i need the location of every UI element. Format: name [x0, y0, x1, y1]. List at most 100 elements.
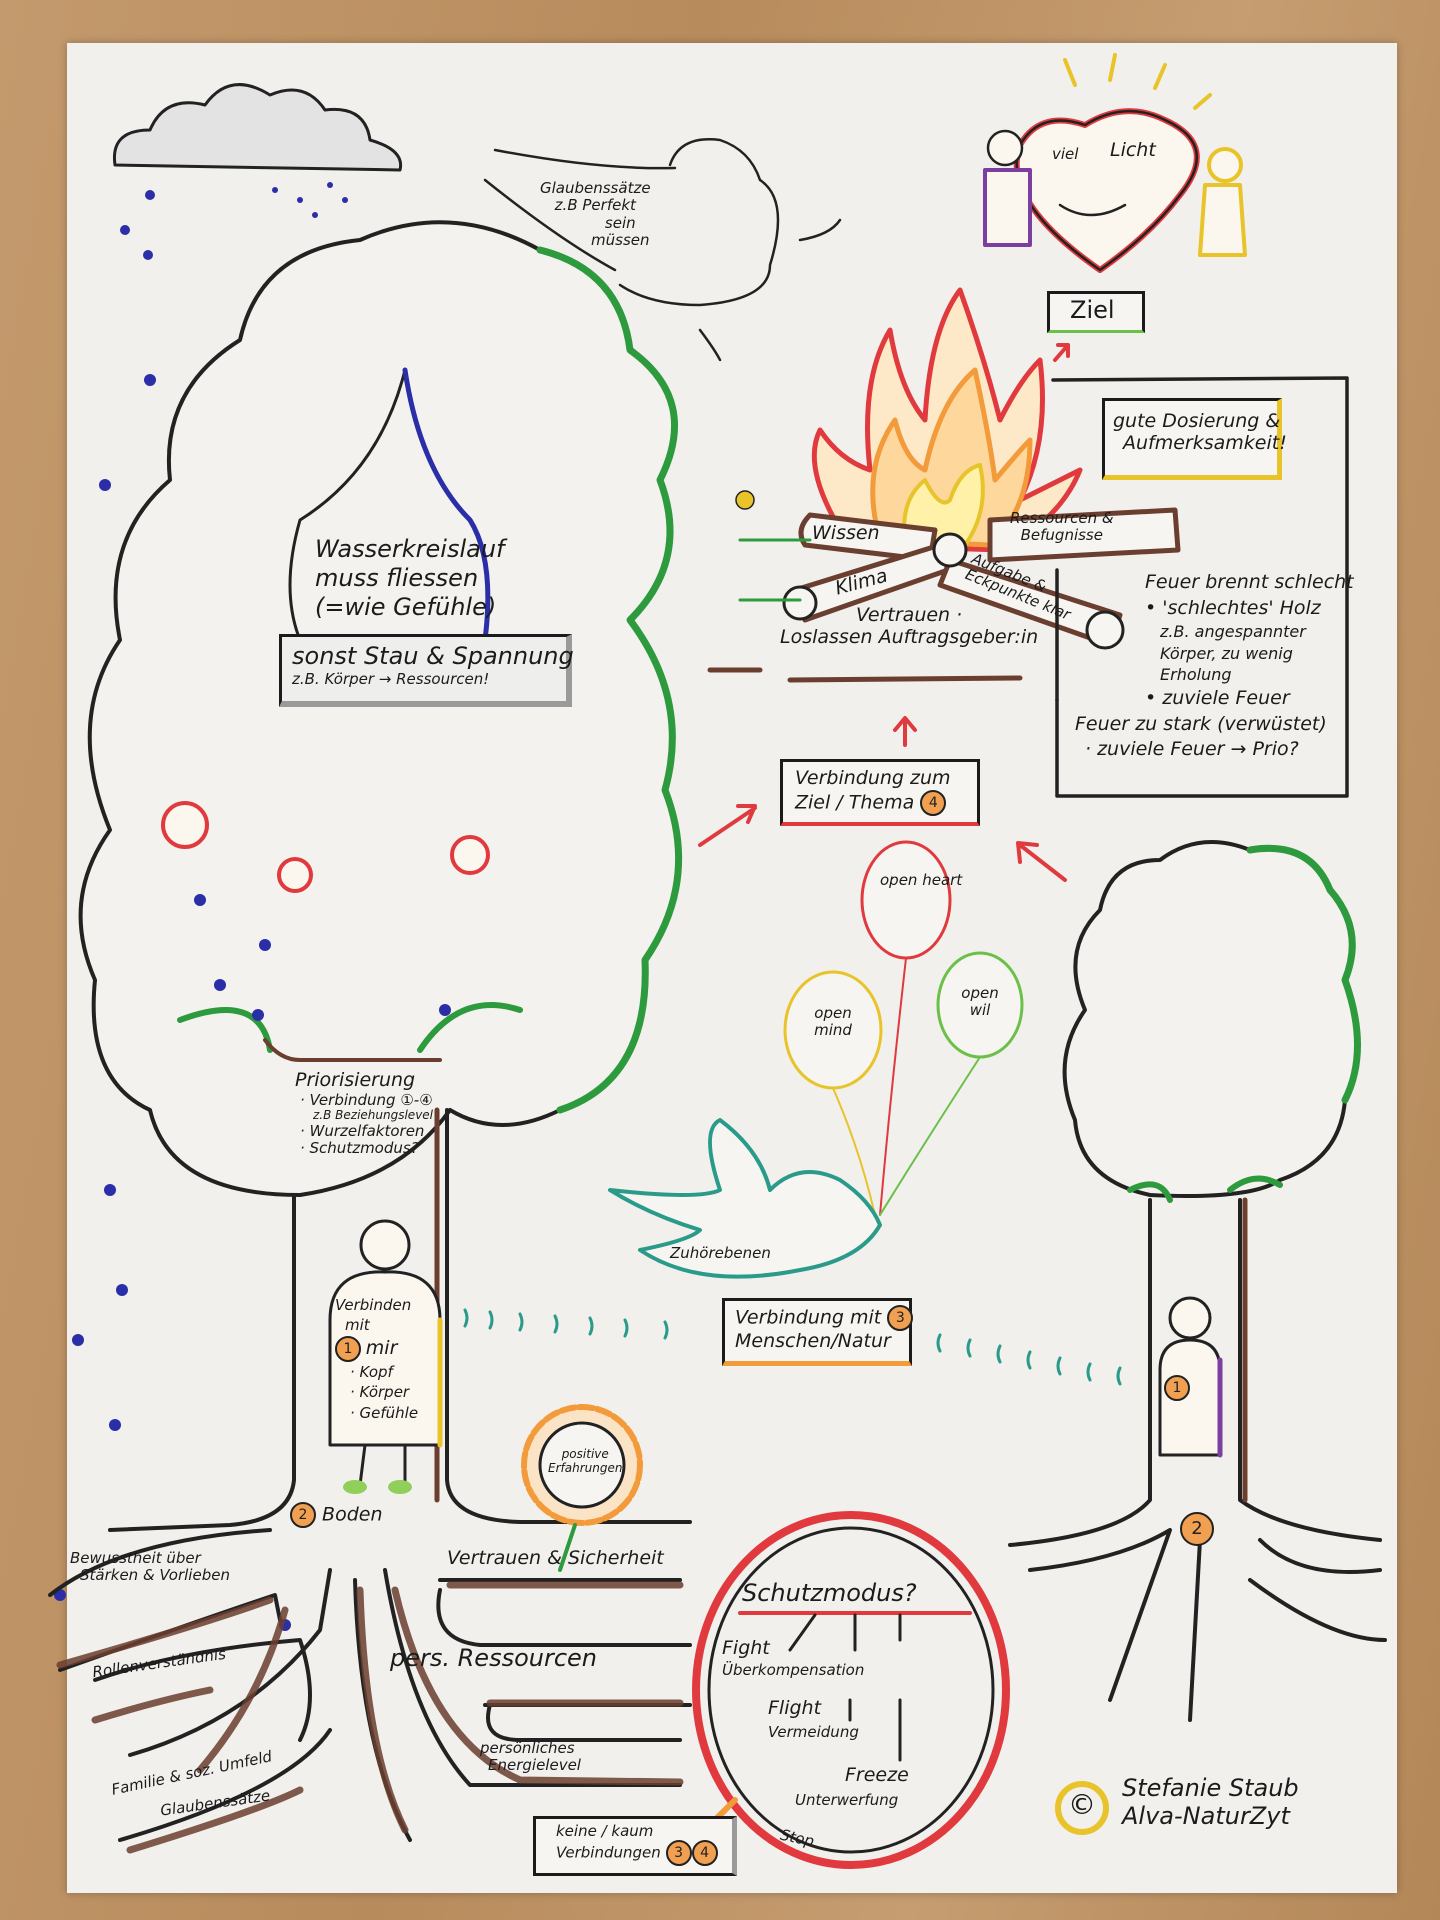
goal-connection-text: Verbindung zum Ziel / Thema 4: [795, 767, 951, 816]
heart-label-left: viel: [1052, 145, 1079, 163]
protection-submission: Unterwerfung: [795, 1791, 899, 1809]
water-line: muss fliessen: [315, 563, 479, 592]
tension-line: z.B. Körper → Ressourcen!: [292, 669, 490, 688]
fire-note-line: · zuviele Feuer → Prio?: [1085, 738, 1299, 761]
tension-text: sonst Stau & Spannung z.B. Körper → Ress…: [292, 642, 574, 688]
prioritization-title: Priorisierung: [295, 1069, 416, 1091]
fire-ground-text: Vertrauen · Loslassen Auftragsgeber:in: [780, 604, 1039, 649]
goal-connection-line: Ziel / Thema: [795, 791, 915, 814]
fire-note-line: Körper, zu wenig: [1160, 643, 1293, 663]
ground-line: Loslassen Auftragsgeber:in: [780, 625, 1039, 648]
protection-freeze: Freeze: [845, 1764, 909, 1786]
belief-line: müssen: [591, 230, 650, 249]
self-connection-item: · Körper: [350, 1383, 410, 1402]
heart-with-people-icon: [983, 53, 1247, 273]
people-connection-box: Verbindung mit 3 Menschen/Natur: [722, 1298, 914, 1366]
fire-notes-frame: [1051, 376, 1349, 798]
protection-mode-title: Schutzmodus?: [742, 1579, 917, 1607]
campfire-icon: [707, 287, 1181, 683]
self-connection-line: Verbinden: [335, 1296, 412, 1314]
small-flower-icon: [735, 490, 755, 510]
prioritization-line: · Verbindung ①-④: [300, 1090, 433, 1109]
log-label-resources: Ressourcen & Befugnisse: [1010, 509, 1114, 545]
organization-name: Alva-NaturZyt: [1122, 1801, 1290, 1830]
water-line: Wasserkreislauf: [315, 535, 505, 563]
number-badge: 3: [665, 1840, 692, 1867]
people-connection-text: Verbindung mit 3 Menschen/Natur: [735, 1305, 914, 1353]
author-name: Stefanie Staub: [1122, 1774, 1299, 1802]
copyright-circle: [1055, 1781, 1109, 1835]
water-drop-icons: [54, 374, 451, 1631]
prioritization-line: z.B Beziehungslevel: [313, 1108, 434, 1123]
dosage-line: Aufmerksamkeit!: [1123, 431, 1287, 454]
ground-line: Vertrauen ·: [856, 604, 963, 626]
log-label-knowledge: Wissen: [812, 522, 880, 544]
goal-connection-line: Verbindung zum: [795, 767, 951, 789]
protection-flight: Flight: [768, 1697, 822, 1719]
sunflower-line: Erfahrungen: [548, 1460, 623, 1475]
sunflower-icon: [521, 1404, 643, 1572]
belief-line: z.B Perfekt: [554, 196, 636, 215]
tension-line: sonst Stau & Spannung: [292, 642, 574, 670]
self-connection-item: · Kopf: [350, 1363, 393, 1381]
root-label: Bewusstheit über: [70, 1549, 201, 1567]
right-tree-canopy: [1062, 840, 1360, 1198]
goal-box: Ziel: [1047, 291, 1145, 333]
balloon-icons: [783, 840, 1024, 1216]
belief-cloud-text: Glaubenssätze z.B Perfekt sein müssen: [540, 179, 651, 249]
sunflower-line: positive: [561, 1447, 609, 1461]
protection-fight: Fight: [722, 1637, 770, 1659]
dosage-box: gute Dosierung & Aufmerksamkeit!: [1102, 398, 1287, 480]
balloon-open-mind-label: open mind: [814, 1004, 852, 1040]
fire-note-line: • 'schlechtes' Holz: [1145, 596, 1321, 619]
fire-notes: Feuer brennt schlecht • 'schlechtes' Hol…: [1075, 570, 1354, 763]
self-connection-item: · Gefühle: [350, 1403, 419, 1422]
fire-note-line: Erholung: [1160, 665, 1232, 685]
copyright-icon: ©: [1068, 1788, 1096, 1821]
no-connection-line: keine / kaum: [556, 1822, 654, 1840]
belief-line: sein: [604, 213, 636, 232]
water-line: (=wie Gefühle): [315, 592, 497, 621]
balloon-open-heart-label: open heart: [880, 871, 963, 889]
goal-label: Ziel: [1070, 296, 1115, 324]
prioritization-line: · Schutzmodus?: [300, 1139, 419, 1158]
protection-mode-ellipse: [692, 1511, 1010, 1869]
root-label: Energielevel: [488, 1756, 581, 1775]
fire-note-line: Feuer zu stark (verwüstet): [1075, 712, 1327, 735]
self-connection-line: mit: [345, 1316, 370, 1335]
self-connection-target: mir: [365, 1336, 398, 1359]
arrow-icons: [698, 343, 1070, 882]
number-badge: 4: [920, 789, 947, 816]
log-label-line: Ressourcen &: [1010, 509, 1114, 527]
root-label: persönliches: [480, 1739, 575, 1757]
goal-connection-box: Verbindung zum Ziel / Thema 4: [780, 759, 980, 826]
fire-note-line: Feuer brennt schlecht: [1145, 571, 1354, 593]
number-badge: 2: [290, 1502, 316, 1528]
log-label-line: Befugnisse: [1020, 526, 1103, 545]
no-connection-line: Verbindungen: [556, 1843, 661, 1862]
prioritization-line: · Wurzelfaktoren: [300, 1121, 425, 1140]
belief-line: Glaubenssätze: [540, 179, 651, 197]
fire-note-line: • zuviele Feuer: [1145, 687, 1290, 710]
number-badge: 1: [1164, 1375, 1190, 1401]
fire-note-line: z.B. angespannter: [1160, 622, 1306, 642]
prioritization-text: Priorisierung · Verbindung ①-④ z.B Bezie…: [295, 1069, 434, 1158]
ground-text: Boden: [322, 1503, 383, 1526]
sunflower-text: positive Erfahrungen: [548, 1447, 623, 1476]
root-resources: pers. Ressourcen: [390, 1644, 598, 1672]
apple-icons: [161, 801, 490, 893]
protection-avoidance: Vermeidung: [768, 1723, 859, 1741]
protection-overcompensation: Überkompensation: [722, 1661, 865, 1679]
belief-cloud-icon: [483, 138, 842, 362]
bird-label: Zuhörebenen: [670, 1244, 771, 1262]
tension-box: sonst Stau & Spannung z.B. Körper → Ress…: [279, 634, 574, 707]
number-badge: 2: [1180, 1512, 1214, 1546]
right-root-badge: 2: [1180, 1512, 1214, 1546]
people-connection-line: Verbindung mit: [735, 1306, 882, 1329]
number-badge: 1: [335, 1336, 361, 1362]
person-icon: [328, 1219, 443, 1494]
connection-wave-marks: [463, 1308, 1122, 1386]
